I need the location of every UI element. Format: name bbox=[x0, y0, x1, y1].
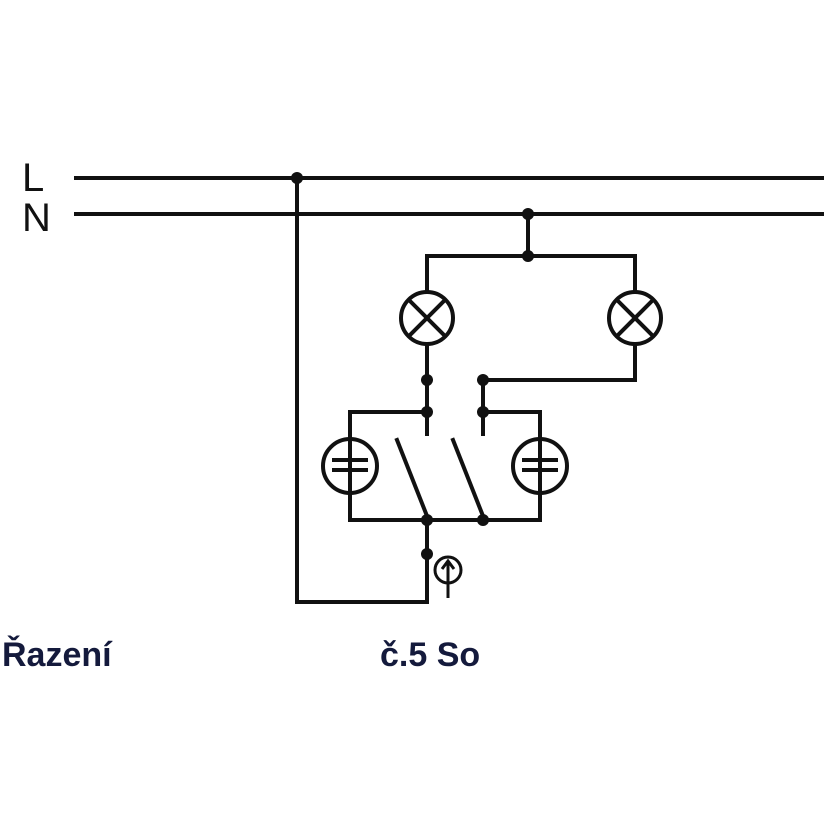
phase-feed-wire bbox=[295, 176, 429, 604]
lamp-2-switch-wire bbox=[481, 342, 637, 436]
lamp-1-icon bbox=[399, 290, 455, 346]
indicator-lamp-2-icon bbox=[511, 437, 569, 495]
caption-title: Řazení bbox=[2, 636, 112, 674]
switch-2-blade bbox=[450, 437, 486, 519]
indicator-2-loop bbox=[481, 410, 542, 522]
push-indicator-icon bbox=[433, 555, 463, 598]
indicator-1-loop bbox=[348, 410, 429, 522]
lamp-2-icon bbox=[607, 290, 663, 346]
phase-label: L bbox=[22, 156, 44, 200]
caption-scheme-number: č.5 So bbox=[380, 636, 481, 674]
switch-1-blade bbox=[394, 437, 430, 519]
lamp-bus-wire bbox=[425, 254, 637, 294]
neutral-label: N bbox=[22, 196, 51, 240]
indicator-lamp-1-icon bbox=[321, 437, 379, 495]
junction-nodes bbox=[291, 172, 534, 560]
